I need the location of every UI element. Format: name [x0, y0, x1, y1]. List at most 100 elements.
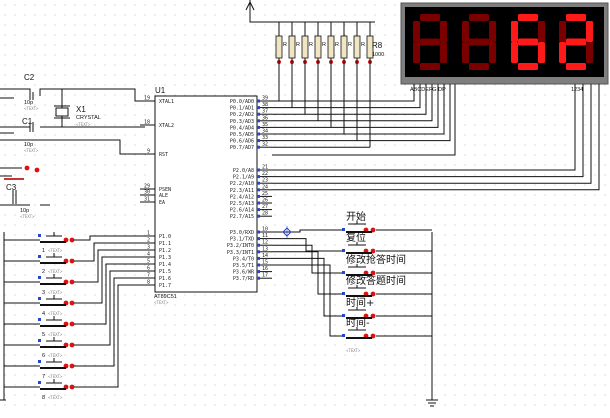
mcu-right-pin-num: 11 [262, 233, 268, 239]
mcu-right-pin-num: 36 [262, 115, 268, 121]
switch-text-placeholder: <TEXT> [48, 248, 63, 253]
mcu-left-pin-num: 4 [147, 252, 150, 258]
switch-label: 6 [42, 353, 45, 359]
mcu-right-pin-name: P0.5/AD5 [230, 132, 254, 138]
segment-e [413, 42, 420, 63]
mcu-left-pin-num: 1 [147, 231, 150, 237]
mcu-left-pin-num: 8 [147, 280, 150, 286]
mcu-right-pin-num: 24 [262, 184, 268, 190]
mcu-right-pin-name: P2.1/A9 [233, 175, 254, 181]
mcu-right-pin-num: 28 [262, 211, 268, 217]
c3-text-placeholder: <TEXT> [20, 214, 35, 219]
mcu-right-pin-num: 13 [262, 246, 268, 252]
mcu-left-pin-name: P1.0 [159, 234, 171, 240]
mcu-left-pin-num: 9 [147, 149, 150, 155]
mcu-right-pin-num: 35 [262, 122, 268, 128]
mcu-right-pin-name: P2.0/A8 [233, 168, 254, 174]
switch-text-placeholder: <TEXT> [48, 353, 63, 358]
mcu-left-pin-num: 19 [144, 96, 150, 102]
power-arrow [245, 0, 255, 14]
mcu-right-pin-num: 17 [262, 273, 268, 279]
mcu-left-pin-name: RST [159, 152, 168, 158]
switch-label: 5 [42, 332, 45, 338]
c1-value: 10p [24, 142, 33, 148]
cursor-marker [282, 226, 292, 238]
mcu-left-pin-name: EA [159, 200, 165, 206]
mcu-right-pin-name: P3.7/RD [233, 276, 254, 282]
switch-label: 3 [42, 290, 45, 296]
mcu-right-pin-name: P3.0/RXD [230, 230, 254, 236]
switch-text-placeholder: <TEXT> [48, 290, 63, 295]
mcu-left-pin-num: 30 [144, 190, 150, 196]
resistor-ref-prefix: R [322, 42, 326, 48]
segment-b [586, 21, 593, 42]
mcu-pins: 19XTAL118XTAL29RST29PSEN30ALE31EA1P1.02P… [140, 96, 272, 289]
switch-text-placeholder: <TEXT> [48, 311, 63, 316]
mcu-right-pin-num: 12 [262, 240, 268, 246]
mcu-right-pin-name: P3.2/INT0 [227, 243, 254, 249]
mcu-right-pin-num: 27 [262, 204, 268, 210]
mcu-right-pin-name: P0.7/AD7 [230, 145, 254, 151]
mcu-left-pin-num: 18 [144, 120, 150, 126]
mcu-right-pin-num: 34 [262, 129, 268, 135]
mcu-right-pin-num: 21 [262, 165, 268, 171]
segment-d [469, 63, 489, 70]
display-digit-label: 1234 [571, 87, 583, 93]
c1-text-placeholder: <TEXT> [24, 148, 39, 153]
control-button-label: 复位 [346, 231, 366, 244]
segment-e [511, 42, 518, 63]
mcu-right-pin-num: 10 [262, 227, 268, 233]
r8-value: 1000 [372, 52, 384, 58]
resistor-ref-prefix: R [361, 42, 365, 48]
mcu-right-pin-num: 38 [262, 102, 268, 108]
mcu-right-pin-num: 15 [262, 260, 268, 266]
mcu-left-pin-name: P1.1 [159, 241, 171, 247]
p1-switch-column: 1<TEXT>2<TEXT>3<TEXT>4<TEXT>5<TEXT>6<TEX… [0, 232, 140, 401]
resistor-ref-prefix: R [335, 42, 339, 48]
display-segment-label: ABCDEFG DP [410, 87, 446, 93]
mcu-part: AT89C51 [154, 294, 177, 300]
mcu-right-pin-name: P2.3/A11 [230, 188, 254, 194]
switch-text-placeholder: <TEXT> [48, 269, 63, 274]
mcu-right-pin-name: P0.1/AD1 [230, 106, 254, 112]
mcu-left-pin-name: P1.2 [159, 248, 171, 254]
mcu-left-pin-name: P1.6 [159, 276, 171, 282]
mcu-left-pin-num: 2 [147, 238, 150, 244]
crystal-ref: X1 [76, 105, 86, 114]
switch-label: 8 [42, 395, 45, 401]
mcu-right-pin-name: P2.6/A14 [230, 208, 254, 214]
mcu-left-pin-name: XTAL1 [159, 99, 174, 105]
button-text-placeholder: <TEXT> [346, 348, 361, 353]
segment-g [566, 38, 586, 46]
mcu-right-pin-name: P2.7/A15 [230, 214, 254, 220]
control-button-label: 修改答题时间 [346, 274, 406, 287]
resistor-ref-prefix: R [296, 42, 300, 48]
mcu-right-pin-num: 32 [262, 142, 268, 148]
c3-ref: C3 [6, 183, 17, 192]
display-digits [413, 14, 593, 70]
mcu-right-pin-num: 33 [262, 135, 268, 141]
c2-ref: C2 [24, 73, 35, 82]
mcu-right-pin-name: P0.6/AD6 [230, 139, 254, 145]
mcu-left-pin-name: P1.7 [159, 283, 171, 289]
p2-bus-wires [272, 84, 456, 156]
mcu-right-pin-num: 16 [262, 266, 268, 272]
mcu-right-pin-name: P0.0/AD0 [230, 99, 254, 105]
mcu-right-pin-name: P3.3/INT1 [227, 250, 254, 256]
segment-d [420, 63, 440, 70]
switch-text-placeholder: <TEXT> [48, 395, 63, 400]
segment-a [518, 14, 538, 21]
mcu-left-pin-name: PSEN [159, 187, 171, 193]
switch-label: 1 [42, 248, 45, 254]
control-button-label: 修改抢答时间 [346, 253, 406, 266]
mcu-left-pin-num: 7 [147, 273, 150, 279]
segment-a [420, 14, 440, 21]
c2-value: 10p [24, 100, 33, 106]
segment-c [586, 42, 593, 63]
mcu-right-pin-num: 37 [262, 109, 268, 115]
c1-ref: C1 [22, 117, 33, 126]
segment-c [440, 42, 447, 63]
segment-e [462, 42, 469, 63]
